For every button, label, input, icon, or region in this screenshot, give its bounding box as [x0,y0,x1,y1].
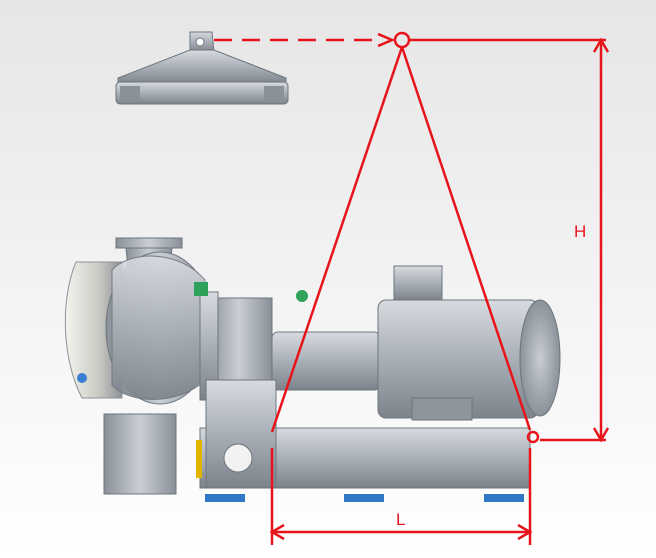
lifting-beam-icon [115,31,289,105]
pump-motor-assembly-icon [64,237,561,502]
length-label: L [396,510,406,529]
height-label: H [574,222,587,241]
lifting-lug-icon [526,430,540,444]
dimension-lines [214,31,610,545]
